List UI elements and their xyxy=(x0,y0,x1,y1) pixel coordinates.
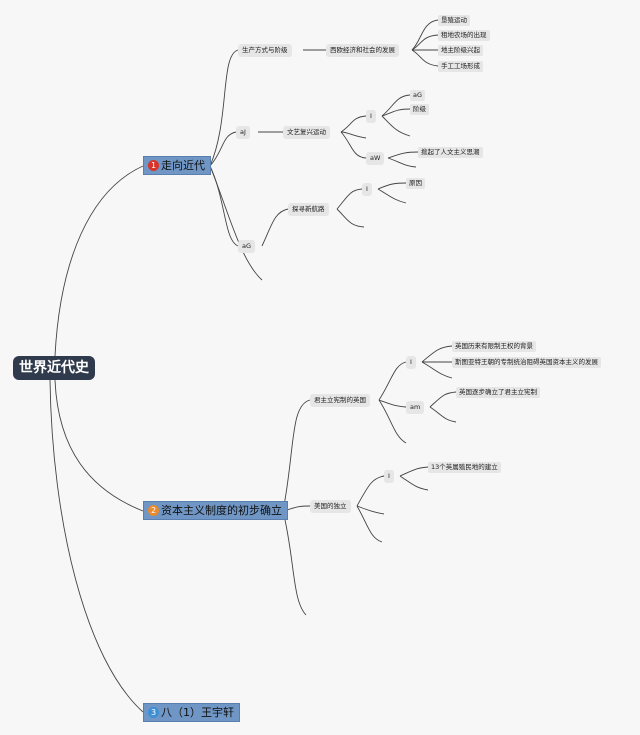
node-usa-i[interactable]: I xyxy=(384,470,394,483)
node-constitutional-england[interactable]: 君主立宪制的英国 xyxy=(310,394,370,407)
topic-capitalism[interactable]: 2 资本主义制度的初步确立 xyxy=(143,501,288,520)
link-ag-newroute xyxy=(261,208,289,247)
number-badge-2: 2 xyxy=(148,505,159,516)
node-production-class[interactable]: 生产方式与阶级 xyxy=(238,44,292,57)
link-england-am xyxy=(378,399,407,408)
topic-label: 走向近代 xyxy=(161,159,205,172)
link-i4-colony xyxy=(399,466,429,477)
node-us-independence[interactable]: 美国的独立 xyxy=(310,500,351,513)
link-economy-leaf4 xyxy=(411,49,439,67)
leaf-tenant-farms[interactable]: 租地农场的出现 xyxy=(438,30,490,41)
link-i2-reason xyxy=(377,182,407,190)
topic-modern-era[interactable]: 1 走向近代 xyxy=(143,156,211,175)
leaf-stuart-dynasty[interactable]: 斯图亚特王朝的专制统治阻碍英国资本主义的发展 xyxy=(452,357,601,368)
link-economy-leaf2 xyxy=(411,34,439,51)
node-sea-route-i[interactable]: I xyxy=(362,183,372,196)
node-england-am[interactable]: am xyxy=(406,401,425,414)
link-am-empty xyxy=(429,406,457,423)
link-topic1-aj xyxy=(209,131,237,167)
link-root-topic1 xyxy=(54,165,144,357)
link-root-topic3 xyxy=(49,379,144,713)
link-newroute-i xyxy=(336,188,363,210)
leaf-landlord-class[interactable]: 地主阶级兴起 xyxy=(438,45,483,56)
link-newroute-empty xyxy=(336,208,365,228)
link-england-i xyxy=(378,361,407,401)
topic-label: 资本主义制度的初步确立 xyxy=(161,504,282,517)
link-usa-empty1 xyxy=(356,505,385,515)
link-root-topic2 xyxy=(54,379,144,512)
leaf-ag[interactable]: aG xyxy=(410,90,426,101)
node-renaissance-i[interactable]: I xyxy=(366,110,376,123)
link-economy-leaf1 xyxy=(411,19,439,51)
link-renaissance-aw xyxy=(340,131,367,159)
link-topic1-ag xyxy=(209,165,239,247)
root-topic[interactable]: 世界近代史 xyxy=(13,356,95,380)
link-topic2-empty xyxy=(282,510,307,616)
link-renaissance-i xyxy=(340,115,367,133)
leaf-workshops[interactable]: 手工工场形成 xyxy=(438,61,483,72)
link-aw-humanism xyxy=(387,151,419,159)
leaf-13-colonies[interactable]: 13个英属殖民地的建立 xyxy=(428,462,501,473)
link-england-empty xyxy=(378,399,407,444)
node-ag[interactable]: aG xyxy=(238,240,256,253)
leaf-limit-monarchy[interactable]: 英国历来有限制王权的背景 xyxy=(452,341,536,352)
link-usa-i xyxy=(356,475,385,507)
node-new-sea-route[interactable]: 探寻新航路 xyxy=(288,203,329,216)
link-i2-empty xyxy=(377,188,407,204)
node-renaissance[interactable]: 文艺复兴运动 xyxy=(283,126,330,139)
link-i3-leaf1 xyxy=(421,345,453,363)
leaf-reclamation[interactable]: 垦殖运动 xyxy=(438,15,470,26)
node-renaissance-aw[interactable]: aW xyxy=(366,152,385,165)
link-i-class xyxy=(381,108,411,117)
topic-author[interactable]: 3 八（1）王宇轩 xyxy=(143,703,240,722)
leaf-constitutional-monarchy[interactable]: 英国逐步确立了君主立宪制 xyxy=(456,387,540,398)
link-am-leaf xyxy=(429,391,457,408)
node-england-i[interactable]: I xyxy=(406,356,416,369)
link-topic2-england xyxy=(282,399,311,512)
link-usa-empty2 xyxy=(356,505,383,543)
link-i-empty xyxy=(381,115,411,137)
link-i4-empty xyxy=(399,475,429,491)
topic-label: 八（1）王宇轩 xyxy=(161,706,234,719)
link-i-ag xyxy=(381,94,411,117)
link-aw-empty xyxy=(387,157,417,168)
leaf-class[interactable]: 阶级 xyxy=(410,104,429,115)
link-topic1-empty xyxy=(209,165,263,281)
node-aj[interactable]: aJ xyxy=(236,126,250,139)
leaf-humanism[interactable]: 掀起了人文主义思潮 xyxy=(418,147,483,158)
node-west-europe-economy[interactable]: 西欧经济和社会的发展 xyxy=(326,44,399,57)
number-badge-3: 3 xyxy=(148,707,159,718)
link-renaissance-empty xyxy=(340,131,367,139)
link-topic1-production xyxy=(209,49,239,167)
link-i3-empty xyxy=(421,361,453,379)
leaf-reason[interactable]: 原因 xyxy=(406,178,425,189)
number-badge-1: 1 xyxy=(148,160,159,171)
